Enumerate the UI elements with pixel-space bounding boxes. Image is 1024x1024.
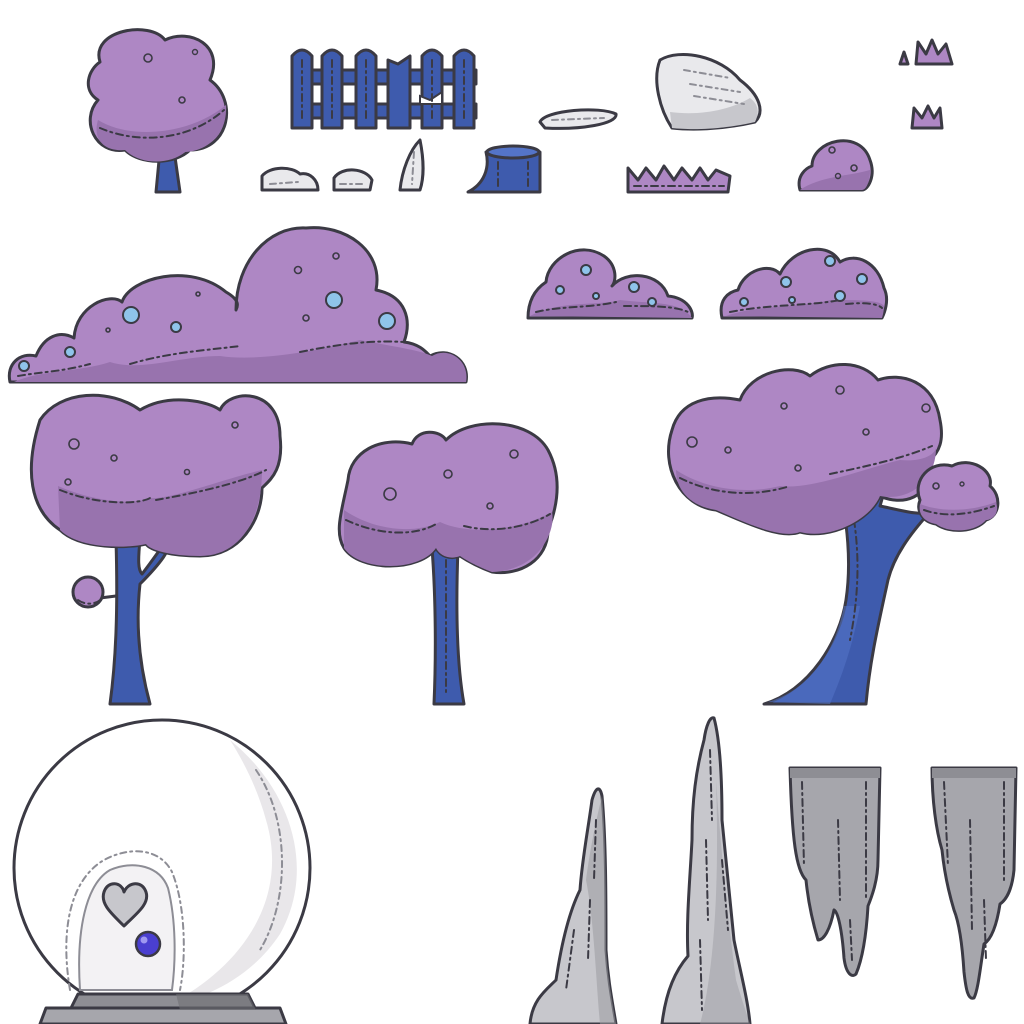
small-purple-tree <box>86 28 229 194</box>
blue-picket-fence <box>290 48 478 130</box>
orb-icon <box>134 930 162 958</box>
rock-cluster-a <box>260 166 320 192</box>
medium-berry-bush-b <box>719 247 889 320</box>
large-gray-boulder <box>655 52 762 131</box>
heart-icon <box>101 882 149 928</box>
glass-dome-with-heart <box>12 718 312 1024</box>
curved-tree <box>667 363 1000 706</box>
flat-pebble <box>538 108 618 130</box>
stalagmite-small <box>528 787 618 1024</box>
stalactite-a <box>788 766 882 977</box>
small-round-bush <box>797 139 874 192</box>
small-grass-tuft-a <box>898 38 954 66</box>
medium-berry-bush-a <box>526 248 694 320</box>
grass-strip <box>626 164 732 194</box>
stalactite-b <box>930 766 1018 1000</box>
tree-with-branch <box>29 393 283 706</box>
standing-shard-rock <box>398 138 425 192</box>
stalagmite-tall <box>660 716 752 1024</box>
tree-stump <box>466 144 542 194</box>
small-grass-tuft-b <box>910 104 944 130</box>
rock-cluster-b <box>332 168 374 192</box>
straight-tree <box>337 422 559 706</box>
long-berry-bush <box>7 226 468 384</box>
